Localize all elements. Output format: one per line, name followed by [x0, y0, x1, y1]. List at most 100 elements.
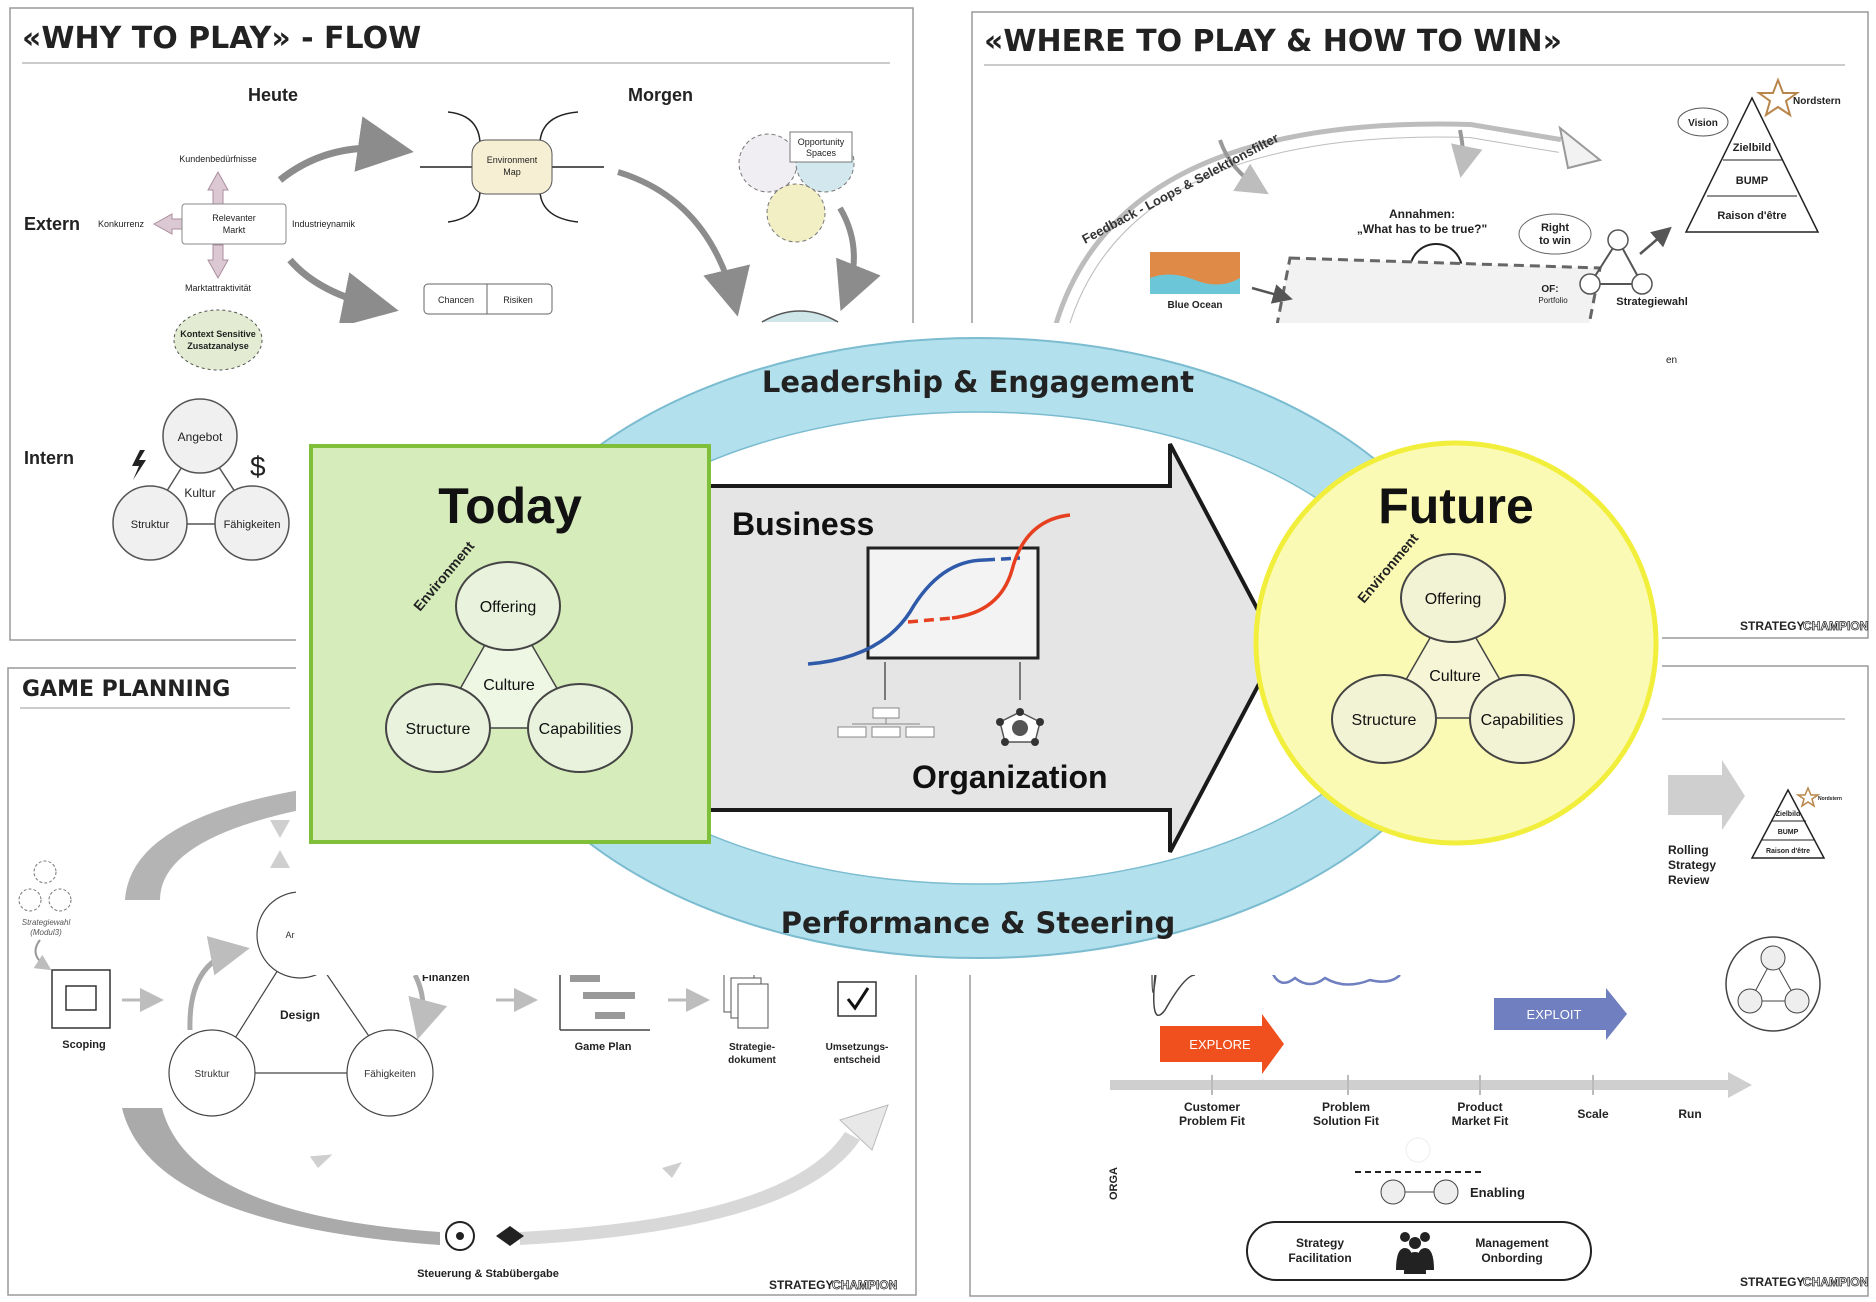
game-bottom-sweep-right	[520, 1132, 860, 1245]
team-icon	[1396, 1232, 1434, 1274]
steuerung-label: Steuerung & Stabübergabe	[417, 1268, 559, 1280]
opportunity-label-1: Opportunity	[798, 137, 845, 147]
milestone-1b: Problem Fit	[1179, 1114, 1245, 1128]
today-label: Today	[438, 478, 582, 534]
design-struktur-label: Struktur	[194, 1069, 230, 1080]
arrow-env-to-future	[617, 169, 750, 317]
future-structure: Structure	[1352, 712, 1417, 729]
performance-label: Performance & Steering	[781, 906, 1176, 940]
today-structure-node	[385, 683, 491, 773]
brand-champion-4: CHAMPION	[1803, 1275, 1868, 1289]
brand-strategy-4: STRATEGY	[1740, 1275, 1804, 1289]
label-konkurrenz: Konkurrenz	[98, 219, 145, 229]
scoping-label: Scoping	[62, 1039, 105, 1051]
opportunity-label-2: Spaces	[806, 148, 837, 158]
vision-label: Vision	[1688, 118, 1718, 129]
kultur-label: Kultur	[184, 486, 215, 500]
pyramid-zielbild: Zielbild	[1733, 142, 1772, 154]
exec-pyramid-bump: BUMP	[1778, 829, 1799, 836]
game-plan-label: Game Plan	[575, 1041, 632, 1053]
vision-bubble	[1677, 107, 1729, 137]
leadership-label: Leadership & Engagement	[762, 365, 1194, 399]
today-box: Today Environment Offering Culture Struc…	[309, 444, 711, 844]
handshake-icon	[496, 1226, 524, 1246]
enabling-node-1	[1380, 1179, 1406, 1205]
risiken-label: Risiken	[503, 295, 533, 305]
today-capabilities: Capabilities	[539, 721, 622, 738]
blue-ocean-label: Blue Ocean	[1167, 300, 1222, 311]
milestone-5: Run	[1678, 1107, 1701, 1121]
struktur-label: Struktur	[131, 519, 170, 531]
future-capabilities-node	[1469, 674, 1575, 764]
right-to-win-1: Right	[1541, 222, 1569, 234]
organization-label: Organization	[912, 759, 1108, 795]
label-kundenbeduerfnisse: Kundenbedürfnisse	[179, 154, 257, 164]
of-label-1: OF:	[1541, 284, 1558, 295]
today-culture: Culture	[483, 677, 535, 694]
exploit-label: EXPLOIT	[1527, 1007, 1582, 1022]
checkbox-icon	[837, 981, 877, 1017]
right-to-win-bubble	[1518, 213, 1592, 255]
today-capabilities-node	[527, 683, 633, 773]
intern-triangle: Angebot Kultur Struktur Fähigkeiten	[112, 398, 290, 561]
umsetzungsentscheid-2: entscheid	[834, 1055, 881, 1066]
enabling-label: Enabling	[1470, 1185, 1525, 1200]
network-icon	[996, 708, 1044, 746]
orga-label: ORGA	[1108, 1167, 1120, 1200]
business-label: Business	[732, 506, 874, 542]
chancen-label: Chancen	[438, 295, 474, 305]
squiggle	[1153, 974, 1196, 1016]
label-industriedynamik: Industrieynamik	[292, 219, 356, 229]
enabling-node-2	[1433, 1179, 1459, 1205]
right-to-win-2: to win	[1539, 235, 1571, 247]
game-plan-chart	[559, 975, 650, 1031]
brand-champion-2: CHAMPION	[1803, 619, 1868, 633]
facilitation-1: Strategy	[1296, 1236, 1344, 1250]
s-curve-blue	[807, 558, 986, 666]
strategiewahl-triangle	[1579, 229, 1653, 295]
onbording-1: Management	[1475, 1236, 1548, 1250]
where-title: «WHERE TO PLAY & HOW TO WIN»	[984, 24, 1562, 59]
arrow-opportunity-down	[836, 206, 881, 312]
exec-star-icon	[1795, 786, 1821, 808]
today-structure: Structure	[406, 721, 471, 738]
env-map-label-2: Map	[503, 167, 521, 177]
future-culture: Culture	[1429, 668, 1481, 685]
annahmen-1: Annahmen:	[1389, 207, 1455, 221]
annahmen-2: „What has to be true?"	[1357, 222, 1487, 236]
dollar-icon: $	[250, 451, 266, 482]
rolling-2: Strategy	[1668, 858, 1716, 872]
kontext-label-1: Kontext Sensitive	[180, 329, 256, 339]
design-faehigkeiten-label: Fähigkeiten	[364, 1069, 416, 1080]
why-heute: Heute	[248, 85, 298, 105]
future-label: Future	[1378, 478, 1534, 534]
arrow-to-chancen	[287, 257, 399, 328]
rolling-3: Review	[1668, 873, 1710, 887]
environment-map: Environment Map	[420, 111, 604, 223]
rolling-1: Rolling	[1668, 843, 1709, 857]
label-marktattraktivitaet: Marktattraktivität	[185, 283, 252, 293]
relevanter-markt-1: Relevanter	[212, 213, 256, 223]
onbording-2: Onbording	[1481, 1251, 1542, 1265]
faehigkeiten-label: Fähigkeiten	[224, 519, 281, 531]
facilitation-2: Facilitation	[1288, 1251, 1351, 1265]
milestone-4: Scale	[1577, 1107, 1609, 1121]
why-title: «WHY TO PLAY» - FLOW	[22, 21, 421, 56]
exec-pyramid-raison: Raison d'être	[1766, 848, 1810, 855]
milestone-2a: Problem	[1322, 1100, 1370, 1114]
why-intern: Intern	[24, 448, 74, 468]
rolling-arrow	[1668, 760, 1745, 830]
zielbild-pyramid: Zielbild BUMP Raison d'être	[1684, 96, 1820, 233]
s-curve-red	[951, 513, 1071, 620]
chancen-risiken: Chancen Risiken	[423, 283, 553, 315]
future-offering: Offering	[1425, 591, 1482, 608]
brand-champion-3: CHAMPION	[832, 1278, 897, 1292]
partial-circle	[761, 310, 839, 323]
relevanter-markt-2: Markt	[223, 225, 246, 235]
feedback-arrowhead	[1558, 125, 1603, 170]
design-label: Design	[280, 1008, 320, 1022]
game-title: GAME PLANNING	[22, 677, 230, 702]
strategiewahl-label: Strategiewahl	[1616, 296, 1688, 308]
game-bottom-sweep-left	[122, 1108, 440, 1245]
brand-strategy-3: STRATEGY	[769, 1278, 833, 1292]
